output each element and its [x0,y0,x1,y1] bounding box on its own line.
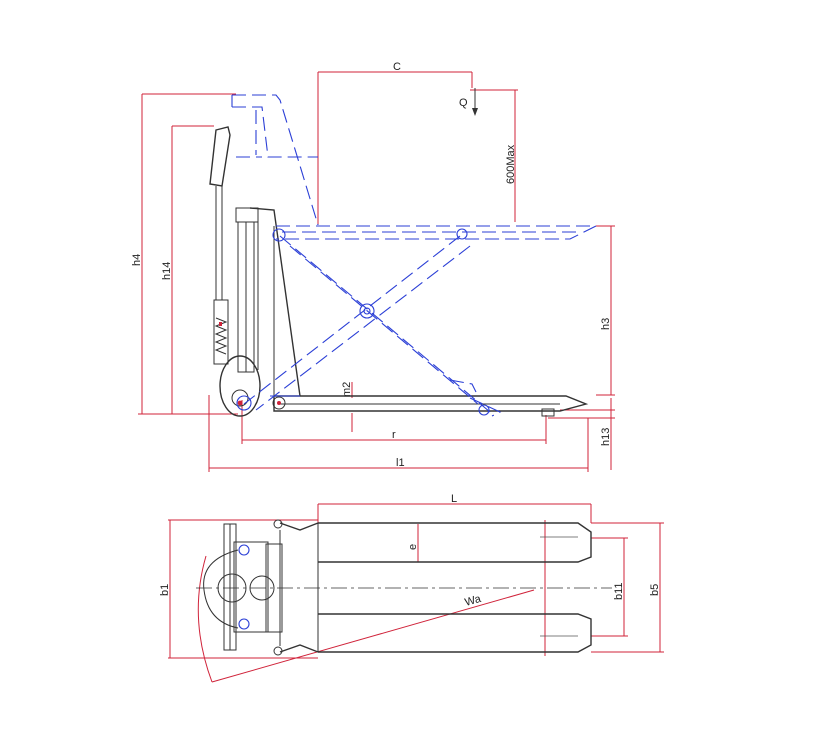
side-dimensions [138,71,615,472]
top-view: L e b1 b11 b5 Wa [159,493,664,683]
dim-l1-label: l1 [396,457,405,469]
top-labels: L e b1 b11 b5 Wa [159,493,661,609]
dim-h3-label: h3 [600,318,612,330]
handle-assembly [209,126,286,417]
dim-m2-label: m2 [341,382,353,397]
load-q-label: Q [459,97,468,109]
dim-c-label: C [393,61,401,73]
dim-r-label: r [392,429,396,441]
side-labels: C Q 600Max h4 h14 h3 m2 r l1 h13 [131,61,612,469]
top-outline [203,519,592,656]
dim-e-label: e [407,544,419,550]
dim-h4-label: h4 [131,254,143,266]
side-view: C Q 600Max h4 h14 h3 m2 r l1 h13 [131,61,615,472]
max-height-label: 600Max [505,144,517,184]
load-arrow [472,88,478,116]
dim-b1-label: b1 [159,584,171,596]
dim-wa-label: Wa [464,593,484,609]
dim-h14-label: h14 [161,262,173,280]
top-dimensions [168,503,664,683]
dim-b11-label: b11 [613,582,625,600]
dim-l-label: L [451,493,457,505]
dim-h13-label: h13 [600,428,612,446]
raised-position [231,94,597,417]
dim-b5-label: b5 [649,584,661,596]
chassis-outline [235,207,589,417]
